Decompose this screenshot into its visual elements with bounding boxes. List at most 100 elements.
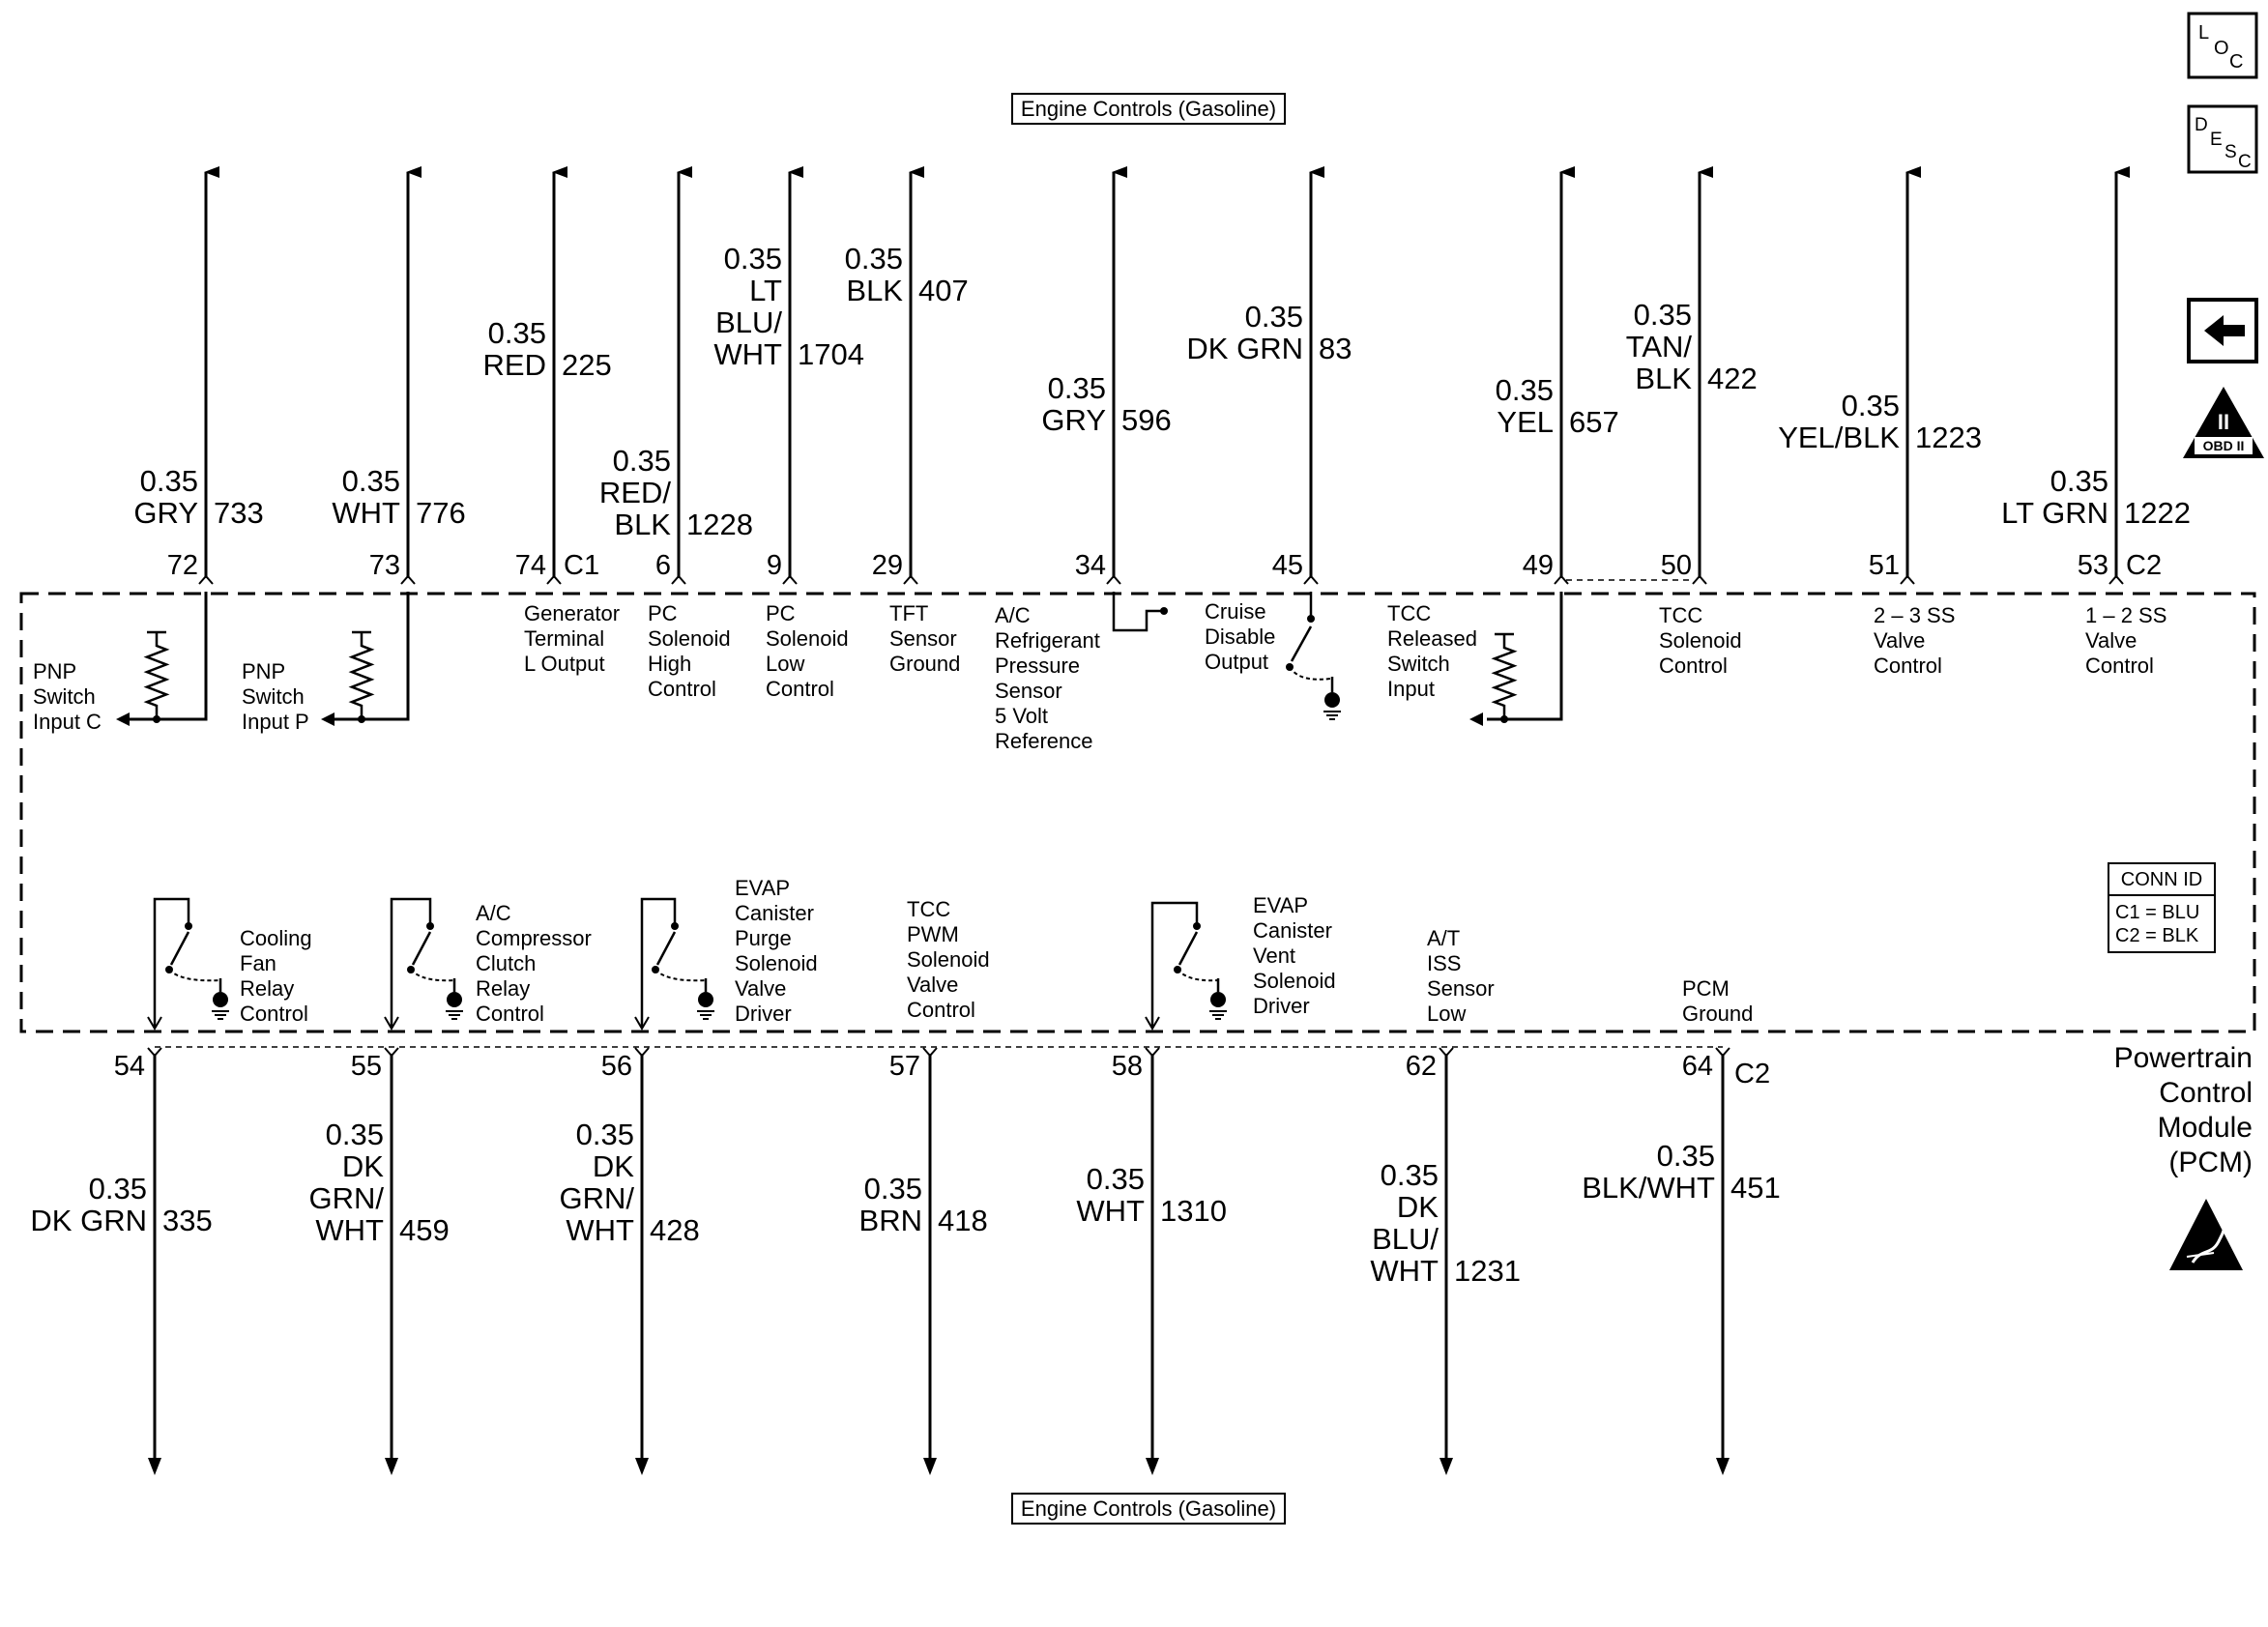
- internal-components: [116, 592, 1563, 1031]
- title-top-box: Engine Controls (Gasoline): [1011, 93, 1286, 125]
- pin-number: 58: [1112, 1051, 1143, 1082]
- wire-arrow: [635, 1458, 649, 1475]
- circuit-description: Purge: [735, 926, 792, 950]
- wire-gauge: 0.35: [613, 444, 671, 478]
- circuit-description: A/C: [995, 603, 1031, 627]
- svg-text:C: C: [2238, 152, 2252, 172]
- circuit-number: 428: [650, 1213, 700, 1247]
- loc-icon[interactable]: L O C: [2187, 12, 2258, 79]
- pin-number: 45: [1272, 550, 1303, 581]
- wire-gauge: 0.35: [1657, 1139, 1715, 1173]
- circuit-description: PNP: [242, 659, 285, 683]
- pin-number: 9: [767, 550, 782, 581]
- esd-icon: [2169, 1199, 2243, 1270]
- wire-color: GRN/: [560, 1181, 635, 1215]
- circuit-description: 5 Volt: [995, 704, 1048, 728]
- circuit-description: Control: [766, 677, 834, 701]
- circuit-number: 733: [214, 496, 264, 530]
- circuit-number: 657: [1569, 405, 1619, 439]
- circuit-description: Disable: [1205, 625, 1275, 649]
- wire-color: TAN/: [1626, 330, 1693, 363]
- circuit-number: 407: [918, 274, 969, 307]
- title-top: Engine Controls (Gasoline): [1021, 97, 1276, 121]
- wire-gauge: 0.35: [1048, 371, 1106, 405]
- svg-text:L: L: [2198, 22, 2209, 44]
- circuit-description: PCM: [1682, 976, 1730, 1001]
- title-bottom: Engine Controls (Gasoline): [1021, 1496, 1276, 1521]
- circuit-description: Refrigerant: [995, 628, 1100, 653]
- pin-number: 49: [1523, 550, 1554, 581]
- circuit-number: 225: [562, 348, 612, 382]
- circuit-description: PC: [648, 601, 678, 625]
- back-arrow-icon[interactable]: [2187, 298, 2258, 363]
- circuit-description: Control: [648, 677, 716, 701]
- pin-number: 50: [1661, 550, 1692, 581]
- circuit-description: Fan: [240, 951, 276, 975]
- wire-color: BLU/: [715, 305, 782, 339]
- connector-chevron: [384, 1047, 399, 1058]
- wire-gauge: 0.35: [488, 316, 546, 350]
- circuit-number: 335: [162, 1204, 213, 1237]
- wire-color: BLK/WHT: [1582, 1171, 1715, 1205]
- circuit-description: Canister: [735, 901, 814, 925]
- pin-number: 73: [369, 550, 400, 581]
- pin-number: 64: [1682, 1051, 1713, 1082]
- svg-text:C: C: [2229, 51, 2243, 73]
- ground-icon: [1209, 992, 1227, 1020]
- circuit-number: 422: [1707, 362, 1758, 395]
- wire-color: WHT: [1370, 1254, 1439, 1288]
- circuit-description: PNP: [33, 659, 76, 683]
- circuit-description: Canister: [1253, 918, 1332, 943]
- circuit-description: Cooling: [240, 926, 312, 950]
- title-bottom-box: Engine Controls (Gasoline): [1011, 1493, 1286, 1525]
- circuit-description: Valve: [735, 976, 786, 1001]
- conn-id-row-2: C2 = BLK: [2115, 925, 2199, 946]
- wire-color: GRY: [1041, 403, 1106, 437]
- wire-gauge: 0.35: [576, 1118, 634, 1151]
- wire-color: GRY: [133, 496, 198, 530]
- connector-chevron: [1692, 574, 1707, 585]
- wire-gauge: 0.35: [140, 464, 198, 498]
- circuit-description: PC: [766, 601, 796, 625]
- wire-color: LT GRN: [2001, 496, 2108, 530]
- module-name-line-3: Module: [2158, 1112, 2253, 1144]
- wire-color: WHT: [713, 337, 782, 371]
- wire-color: LT: [749, 274, 782, 307]
- circuit-number: 83: [1319, 332, 1352, 365]
- wire-color: YEL: [1497, 405, 1554, 439]
- connector-chevron: [1554, 574, 1569, 585]
- desc-icon[interactable]: D E S C: [2187, 104, 2258, 174]
- connector-chevron: [903, 574, 918, 585]
- wire-color: DK GRN: [1186, 332, 1303, 365]
- connector-chevron: [922, 1047, 938, 1058]
- pin-number: 72: [167, 550, 198, 581]
- circuit-number: 451: [1730, 1171, 1781, 1205]
- circuit-description: Solenoid: [648, 626, 731, 651]
- wire-color: BLU/: [1372, 1222, 1439, 1256]
- circuit-description: Valve: [1874, 628, 1925, 653]
- obd-ii-icon: II OBD II: [2183, 387, 2264, 458]
- ground-icon: [212, 992, 229, 1020]
- circuit-number: 1223: [1915, 421, 1982, 454]
- pin-number: 56: [601, 1051, 632, 1082]
- connector-chevron: [400, 574, 416, 585]
- pin-number: 29: [872, 550, 903, 581]
- connector-chevron: [634, 1047, 650, 1058]
- circuit-description: TCC: [1387, 601, 1431, 625]
- connector-chevron: [2108, 574, 2124, 585]
- circuit-description: Solenoid: [907, 947, 990, 972]
- circuit-number: 418: [938, 1204, 988, 1237]
